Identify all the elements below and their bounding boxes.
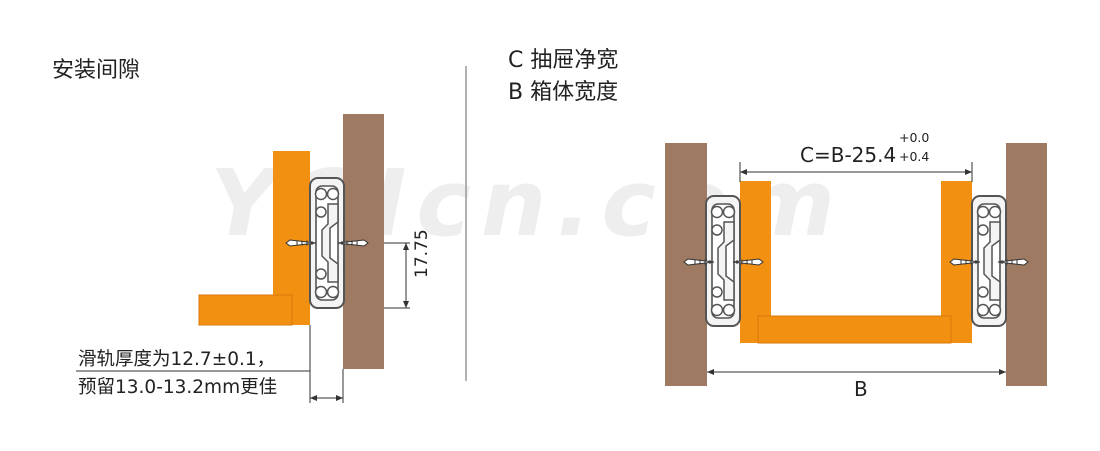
legend-b: B 箱体宽度 [508, 80, 619, 105]
slide-rail-right [971, 195, 1007, 327]
legend-c: C 抽屉净宽 [508, 48, 619, 73]
reserved-gap-note: 预留13.0-13.2mm更佳 [78, 377, 278, 398]
cabinet-width-label: B [854, 377, 868, 401]
cabinet-wall-left [665, 143, 707, 386]
rail-thickness-note: 滑轨厚度为12.7±0.1， [78, 349, 276, 370]
drawer-width-formula: C=B-25.4 [800, 143, 897, 167]
drawer-bottom-panel [198, 294, 293, 326]
cabinet-wall-right [1006, 143, 1047, 386]
left-side-view [76, 114, 410, 403]
installation-gap-title: 安装间隙 [52, 58, 141, 83]
slide-rail-left [705, 195, 741, 327]
drawer-bottom [757, 315, 952, 344]
tolerance-upper: +0.0 [899, 130, 930, 145]
rail-height-dimension: 17.75 [412, 229, 432, 278]
right-front-view [665, 143, 1047, 386]
tolerance-lower: +0.4 [899, 149, 930, 164]
